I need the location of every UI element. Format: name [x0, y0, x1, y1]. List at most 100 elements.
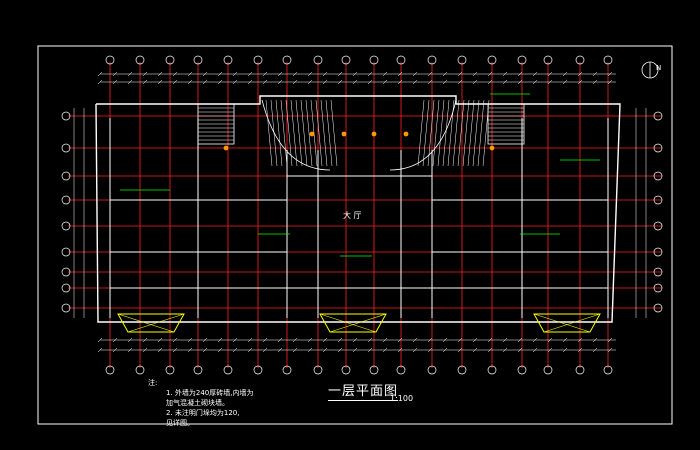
- dimension-tick: [157, 79, 163, 85]
- entrance-step-diagonal: [533, 313, 591, 333]
- dimension-tick: [127, 337, 133, 343]
- dimension-tick: [592, 71, 598, 77]
- stair-tread: [422, 99, 430, 167]
- stair-tread: [300, 99, 308, 167]
- dimension-tick: [472, 337, 478, 343]
- dimension-tick: [562, 79, 568, 85]
- notes-heading: 注:: [148, 379, 158, 387]
- dimension-tick: [112, 347, 118, 353]
- axis-bubble: [253, 55, 263, 65]
- dimension-tick: [202, 71, 208, 77]
- dimension-tick: [547, 79, 553, 85]
- stair-curve: [389, 99, 457, 171]
- axis-bubble: [396, 365, 406, 375]
- axis-bubble: [61, 171, 71, 181]
- stair-curve: [261, 99, 331, 171]
- dimension-tick: [322, 71, 328, 77]
- dimension-tick: [457, 71, 463, 77]
- drawing-title: 一层平面图: [328, 380, 399, 401]
- dimension-tick: [217, 337, 223, 343]
- dimension-tick: [187, 337, 193, 343]
- stair-tread: [472, 99, 480, 167]
- dimension-tick: [472, 347, 478, 353]
- dimension-tick: [412, 347, 418, 353]
- dimension-tick: [427, 337, 433, 343]
- dimension-tick: [427, 79, 433, 85]
- axis-bubble: [61, 247, 71, 257]
- dimension-tick: [547, 337, 553, 343]
- column-marker: [489, 145, 495, 151]
- dimension-tick: [487, 79, 493, 85]
- dimension-tick: [127, 347, 133, 353]
- dimension-tick: [292, 337, 298, 343]
- dimension-tick: [97, 71, 103, 77]
- axis-bubble: [396, 55, 406, 65]
- dimension-tick: [127, 71, 133, 77]
- dimension-tick: [367, 79, 373, 85]
- note-line: 2. 未注明门垛均为120,: [166, 409, 240, 417]
- axis-bubble: [61, 283, 71, 293]
- dimension-tick: [412, 337, 418, 343]
- stair-tread: [275, 99, 283, 167]
- axis-bubble: [61, 267, 71, 277]
- stair-tread: [295, 99, 303, 167]
- dimension-tick: [487, 337, 493, 343]
- dimension-tick: [217, 79, 223, 85]
- axis-bubble: [341, 55, 351, 65]
- dimension-tick: [247, 71, 253, 77]
- axis-bubble: [575, 55, 585, 65]
- column-marker: [309, 131, 315, 137]
- dimension-tick: [472, 71, 478, 77]
- axis-bubble: [517, 55, 527, 65]
- dimension-tick: [352, 337, 358, 343]
- axis-bubble: [653, 171, 663, 181]
- stair-tread: [325, 99, 333, 167]
- dimension-tick: [307, 347, 313, 353]
- dimension-tick: [382, 71, 388, 77]
- dimension-tick: [112, 71, 118, 77]
- dimension-tick: [337, 347, 343, 353]
- dimension-tick: [577, 347, 583, 353]
- axis-bubble: [135, 365, 145, 375]
- axis-bubble: [427, 55, 437, 65]
- dimension-tick: [262, 337, 268, 343]
- dimension-tick: [382, 337, 388, 343]
- note-line: 1. 外墙为240厚砖墙,内墙为: [166, 389, 254, 397]
- axis-bubble: [253, 365, 263, 375]
- dimension-tick: [322, 347, 328, 353]
- dimension-tick: [187, 347, 193, 353]
- dimension-tick: [412, 79, 418, 85]
- dimension-tick: [337, 71, 343, 77]
- dimension-tick: [577, 79, 583, 85]
- dimension-tick: [232, 337, 238, 343]
- walls: [95, 95, 621, 323]
- dimension-tick: [397, 347, 403, 353]
- dimension-tick: [427, 347, 433, 353]
- axis-bubble: [369, 55, 379, 65]
- axis-bubble: [223, 365, 233, 375]
- dimension-tick: [112, 337, 118, 343]
- stair-tread: [442, 99, 450, 167]
- dimension-tick: [367, 347, 373, 353]
- stair-tread: [462, 99, 470, 167]
- note-line: 见详图。: [166, 419, 194, 427]
- dimension-tick: [157, 337, 163, 343]
- dimension-tick: [352, 71, 358, 77]
- exterior-wall: [95, 95, 621, 323]
- dimension-tick: [607, 79, 613, 85]
- axis-bubble: [61, 303, 71, 313]
- dimension-tick: [307, 71, 313, 77]
- dimension-tick: [382, 79, 388, 85]
- stair-tread: [482, 99, 490, 167]
- stair-tread: [320, 99, 328, 167]
- dimension-tick: [442, 71, 448, 77]
- stair-tread: [477, 99, 485, 167]
- dimension-tick: [427, 71, 433, 77]
- axis-bubble: [603, 55, 613, 65]
- axis-bubble: [105, 365, 115, 375]
- axis-bubble: [193, 55, 203, 65]
- axis-bubble: [457, 55, 467, 65]
- dimension-tick: [412, 71, 418, 77]
- dimension-tick: [517, 347, 523, 353]
- axis-bubble: [487, 365, 497, 375]
